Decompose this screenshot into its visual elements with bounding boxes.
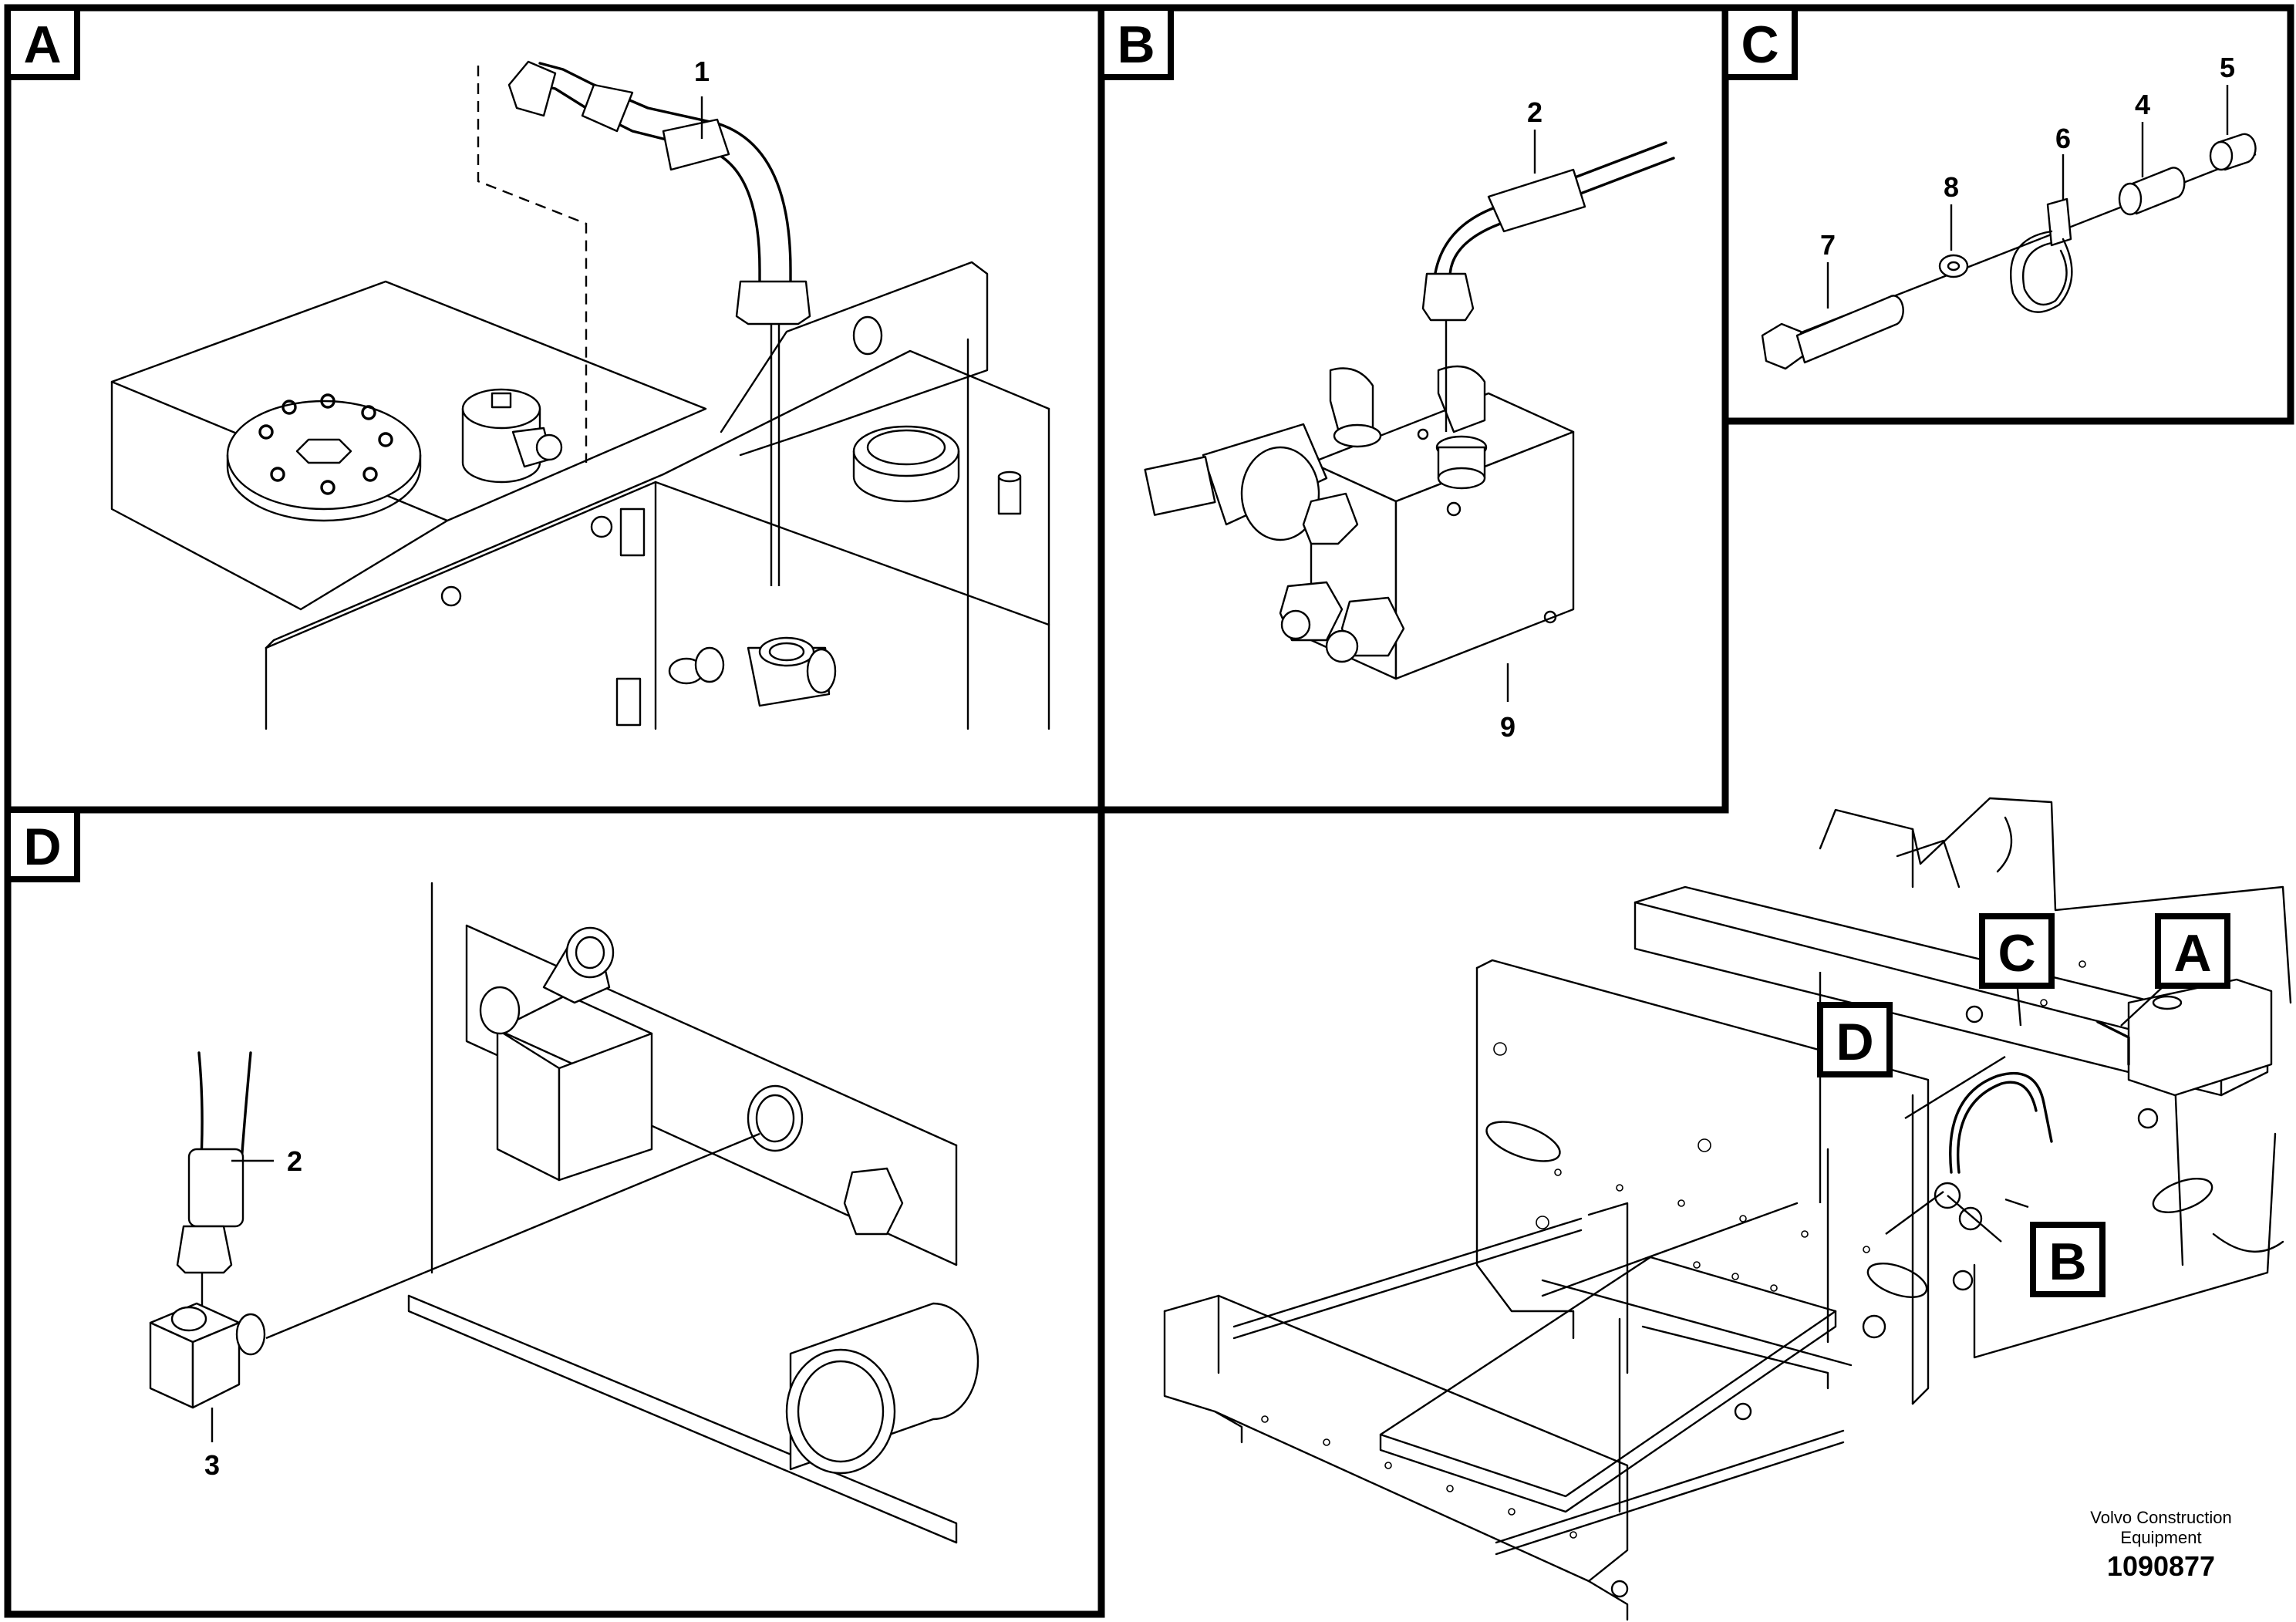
panel-b-label: B [1098, 5, 1174, 80]
bolt [1761, 295, 1904, 370]
hose-2 [1421, 141, 1675, 432]
rail-gussets [1587, 1202, 1629, 1374]
right-housing [1973, 1132, 2277, 1359]
callout-9: 9 [1500, 711, 1515, 743]
panel-a-drawing: 1 [110, 56, 1050, 730]
tank-right-block [662, 349, 1050, 476]
floor-plate [1379, 1256, 1837, 1498]
rear-frame [1819, 797, 2292, 1004]
solenoid [1144, 423, 1359, 545]
sensor-3 [149, 1302, 266, 1409]
tank-overview [2127, 978, 2273, 1097]
mounting-bracket [720, 261, 989, 457]
overview-tag-a: A [2155, 913, 2230, 989]
overview-tag-b: B [2030, 1222, 2106, 1297]
tank-front-block [265, 481, 1050, 730]
company-line-2: Equipment [2120, 1528, 2201, 1547]
svg-text:B: B [2048, 1233, 2086, 1291]
panel-b-drawing: 2 9 [1144, 96, 1675, 743]
washer [1938, 254, 1969, 278]
overview-hose [1949, 1071, 2053, 1174]
callout-2-d: 2 [287, 1145, 302, 1177]
small-nut [997, 470, 1022, 515]
callout-5: 5 [2220, 52, 2235, 83]
svg-text:B: B [1117, 15, 1155, 74]
p-clamp [2010, 197, 2073, 313]
cylinder-d [785, 1302, 979, 1475]
svg-text:D: D [1836, 1013, 1873, 1071]
callout-2: 2 [1527, 96, 1542, 128]
lower-front-frame [1163, 1294, 1629, 1583]
phantom-route [477, 66, 588, 463]
top-fittings [1329, 365, 1488, 490]
panel-d-drawing: 2 3 [149, 882, 979, 1544]
panel-c-label: C [1722, 5, 1798, 80]
side-fittings [1279, 581, 1405, 663]
callout-1: 1 [694, 56, 710, 87]
svg-text:C: C [1998, 924, 2035, 983]
tank-cap [852, 425, 960, 503]
frame-overview [1163, 797, 2292, 1621]
panel-d-label: D [5, 807, 80, 882]
callout-8: 8 [1944, 171, 1959, 203]
flange-plate [226, 393, 422, 522]
panel-d-frame [4, 806, 1105, 1618]
spacer-sleeve [2118, 167, 2186, 216]
panel-b-frame [1097, 4, 1729, 814]
valve-block-d [479, 926, 653, 1182]
hose-2-d [176, 1051, 252, 1319]
tank-top [110, 280, 707, 522]
callout-4: 4 [2135, 89, 2150, 120]
callout-3: 3 [204, 1449, 220, 1481]
document-number: 1090877 [2107, 1550, 2215, 1582]
bushing [2209, 133, 2257, 171]
port-d [747, 1084, 804, 1152]
panel-a-label: A [5, 5, 80, 80]
callout-7: 7 [1820, 229, 1836, 261]
panel-a-frame [4, 4, 1105, 814]
sensor-body [461, 388, 563, 484]
company-line-1: Volvo Construction [2090, 1508, 2231, 1527]
panel-c-frame [1721, 4, 2294, 425]
mounting-plate [465, 924, 958, 1147]
svg-text:C: C [1741, 15, 1778, 74]
panel-c-drawing: 5 4 6 8 7 [1761, 52, 2257, 370]
overview-tag-d: D [1817, 1002, 1893, 1077]
lower-fittings [440, 508, 837, 727]
hose-1 [507, 60, 811, 586]
left-side-plate [1475, 959, 1930, 1405]
callout-6: 6 [2055, 123, 2071, 154]
svg-text:A: A [23, 15, 61, 74]
svg-text:D: D [23, 818, 61, 876]
overview-tag-c: C [1979, 913, 2055, 989]
plug-d [843, 1167, 904, 1236]
svg-text:A: A [2173, 924, 2211, 983]
